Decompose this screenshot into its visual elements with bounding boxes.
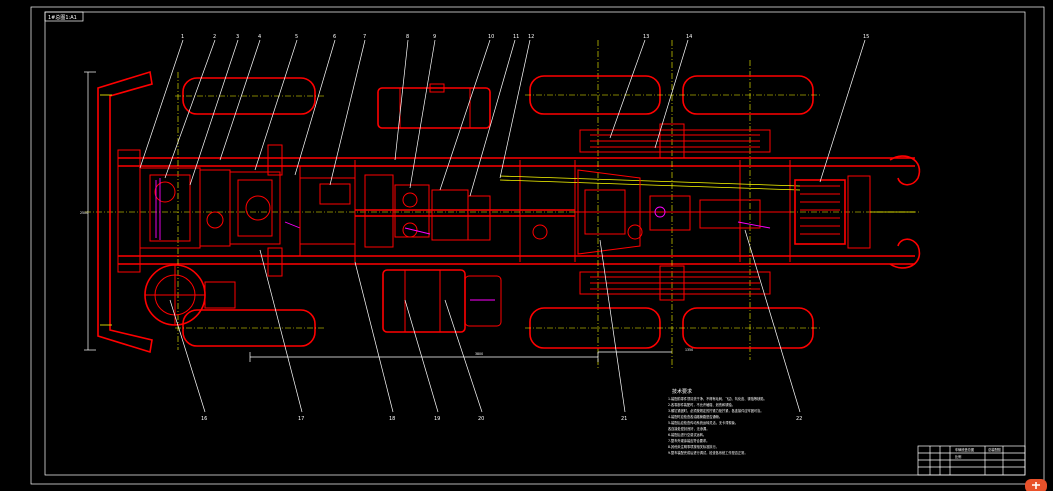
note-10: 9.整车装配完成后进行调试，检查各系统工作是否正常。 [668,450,748,455]
drawing-inner-border [44,11,1026,476]
fan-disc [144,264,236,326]
callout-21: 21 [621,416,627,422]
engine-assembly [139,144,301,277]
callout-6: 6 [333,34,336,40]
dim-bottom-b: 1350 [685,348,693,352]
note-5: 5.装配后应检查传动系统运转灵活，无卡滞现象。 [668,420,738,425]
drawing-outer-border [30,6,1045,485]
note-8: 7.整车外观涂装应符合要求。 [668,438,709,443]
callout-17: 17 [298,416,304,422]
rear-suspension [579,123,771,301]
app-logo-icon [1025,479,1047,491]
note-1: 1.装配前零件须清洗干净，不得有毛刺、飞边、氧化皮、锈蚀等缺陷。 [668,396,767,401]
dim-bottom-a: 3800 [475,352,483,356]
callout-18: 18 [389,416,395,422]
callout-1: 1 [181,34,184,40]
chassis-frame [118,157,915,265]
transmission [299,174,491,248]
callout-7: 7 [363,34,366,40]
rear-hooks [889,155,921,269]
title-block-school: 总装配图 [988,447,1001,452]
callout-14: 14 [686,34,692,40]
callout-3: 3 [236,34,239,40]
drive-shaft [355,175,801,240]
title-block-scale-label: 比例 [955,454,961,459]
callout-9: 9 [433,34,436,40]
callout-4: 4 [258,34,261,40]
sheet-tag-box [44,11,84,22]
callout-19: 19 [434,416,440,422]
technical-notes: 技术要求 1.装配前零件须清洗干净，不得有毛刺、飞边、氧化皮、锈蚀等缺陷。 2.… [668,388,767,455]
differential [577,169,771,255]
callout-16: 16 [201,416,207,422]
callout-2: 2 [213,34,216,40]
winch-drum [794,175,915,249]
callout-13: 13 [643,34,649,40]
note-7: 6.装配后进行空载试运转。 [668,432,706,437]
callout-12: 12 [528,34,534,40]
callout-10: 10 [488,34,494,40]
sheet-tag: 1#总图1:A1 [48,14,77,21]
note-6: 各连接处密封良好，无渗漏。 [668,426,709,431]
callout-15: 15 [863,34,869,40]
callout-20: 20 [478,416,484,422]
front-wheels [175,77,325,347]
callout-5: 5 [295,34,298,40]
title-block: 车辆底盘总图 比例 总装配图 [917,445,1026,476]
callout-8: 8 [406,34,409,40]
bottom-callout-numbers: 16 17 18 19 20 21 22 [201,416,802,422]
dim-left-vertical: 2500 [80,211,88,215]
callout-22: 22 [796,416,802,422]
fuel-tank-bottom [382,269,502,333]
callout-11: 11 [513,34,519,40]
note-9: 8.其他未注明事项按相关标准执行。 [668,444,719,449]
note-4: 4.装配时应检查各油路管路是否通畅。 [668,414,722,419]
note-2: 2.各零部件装配时，不允许磕碰、划伤和锈蚀。 [668,402,735,407]
bottom-callout-leaders [169,229,801,413]
fuel-tank-top [377,83,491,129]
top-callout-numbers: 1 2 3 4 5 6 7 8 9 10 11 12 13 14 15 [181,34,869,40]
top-callout-leaders [139,39,866,197]
dimension-lines: 2500 3800 1350 [80,71,693,362]
rear-wheels [525,75,820,349]
notes-title: 技术要求 [672,388,692,395]
note-3: 3.螺钉紧固时，必须按规定的拧紧力矩拧紧，各连接件应牢固可靠。 [668,408,763,413]
title-block-drawing-name: 车辆底盘总图 [955,447,974,452]
